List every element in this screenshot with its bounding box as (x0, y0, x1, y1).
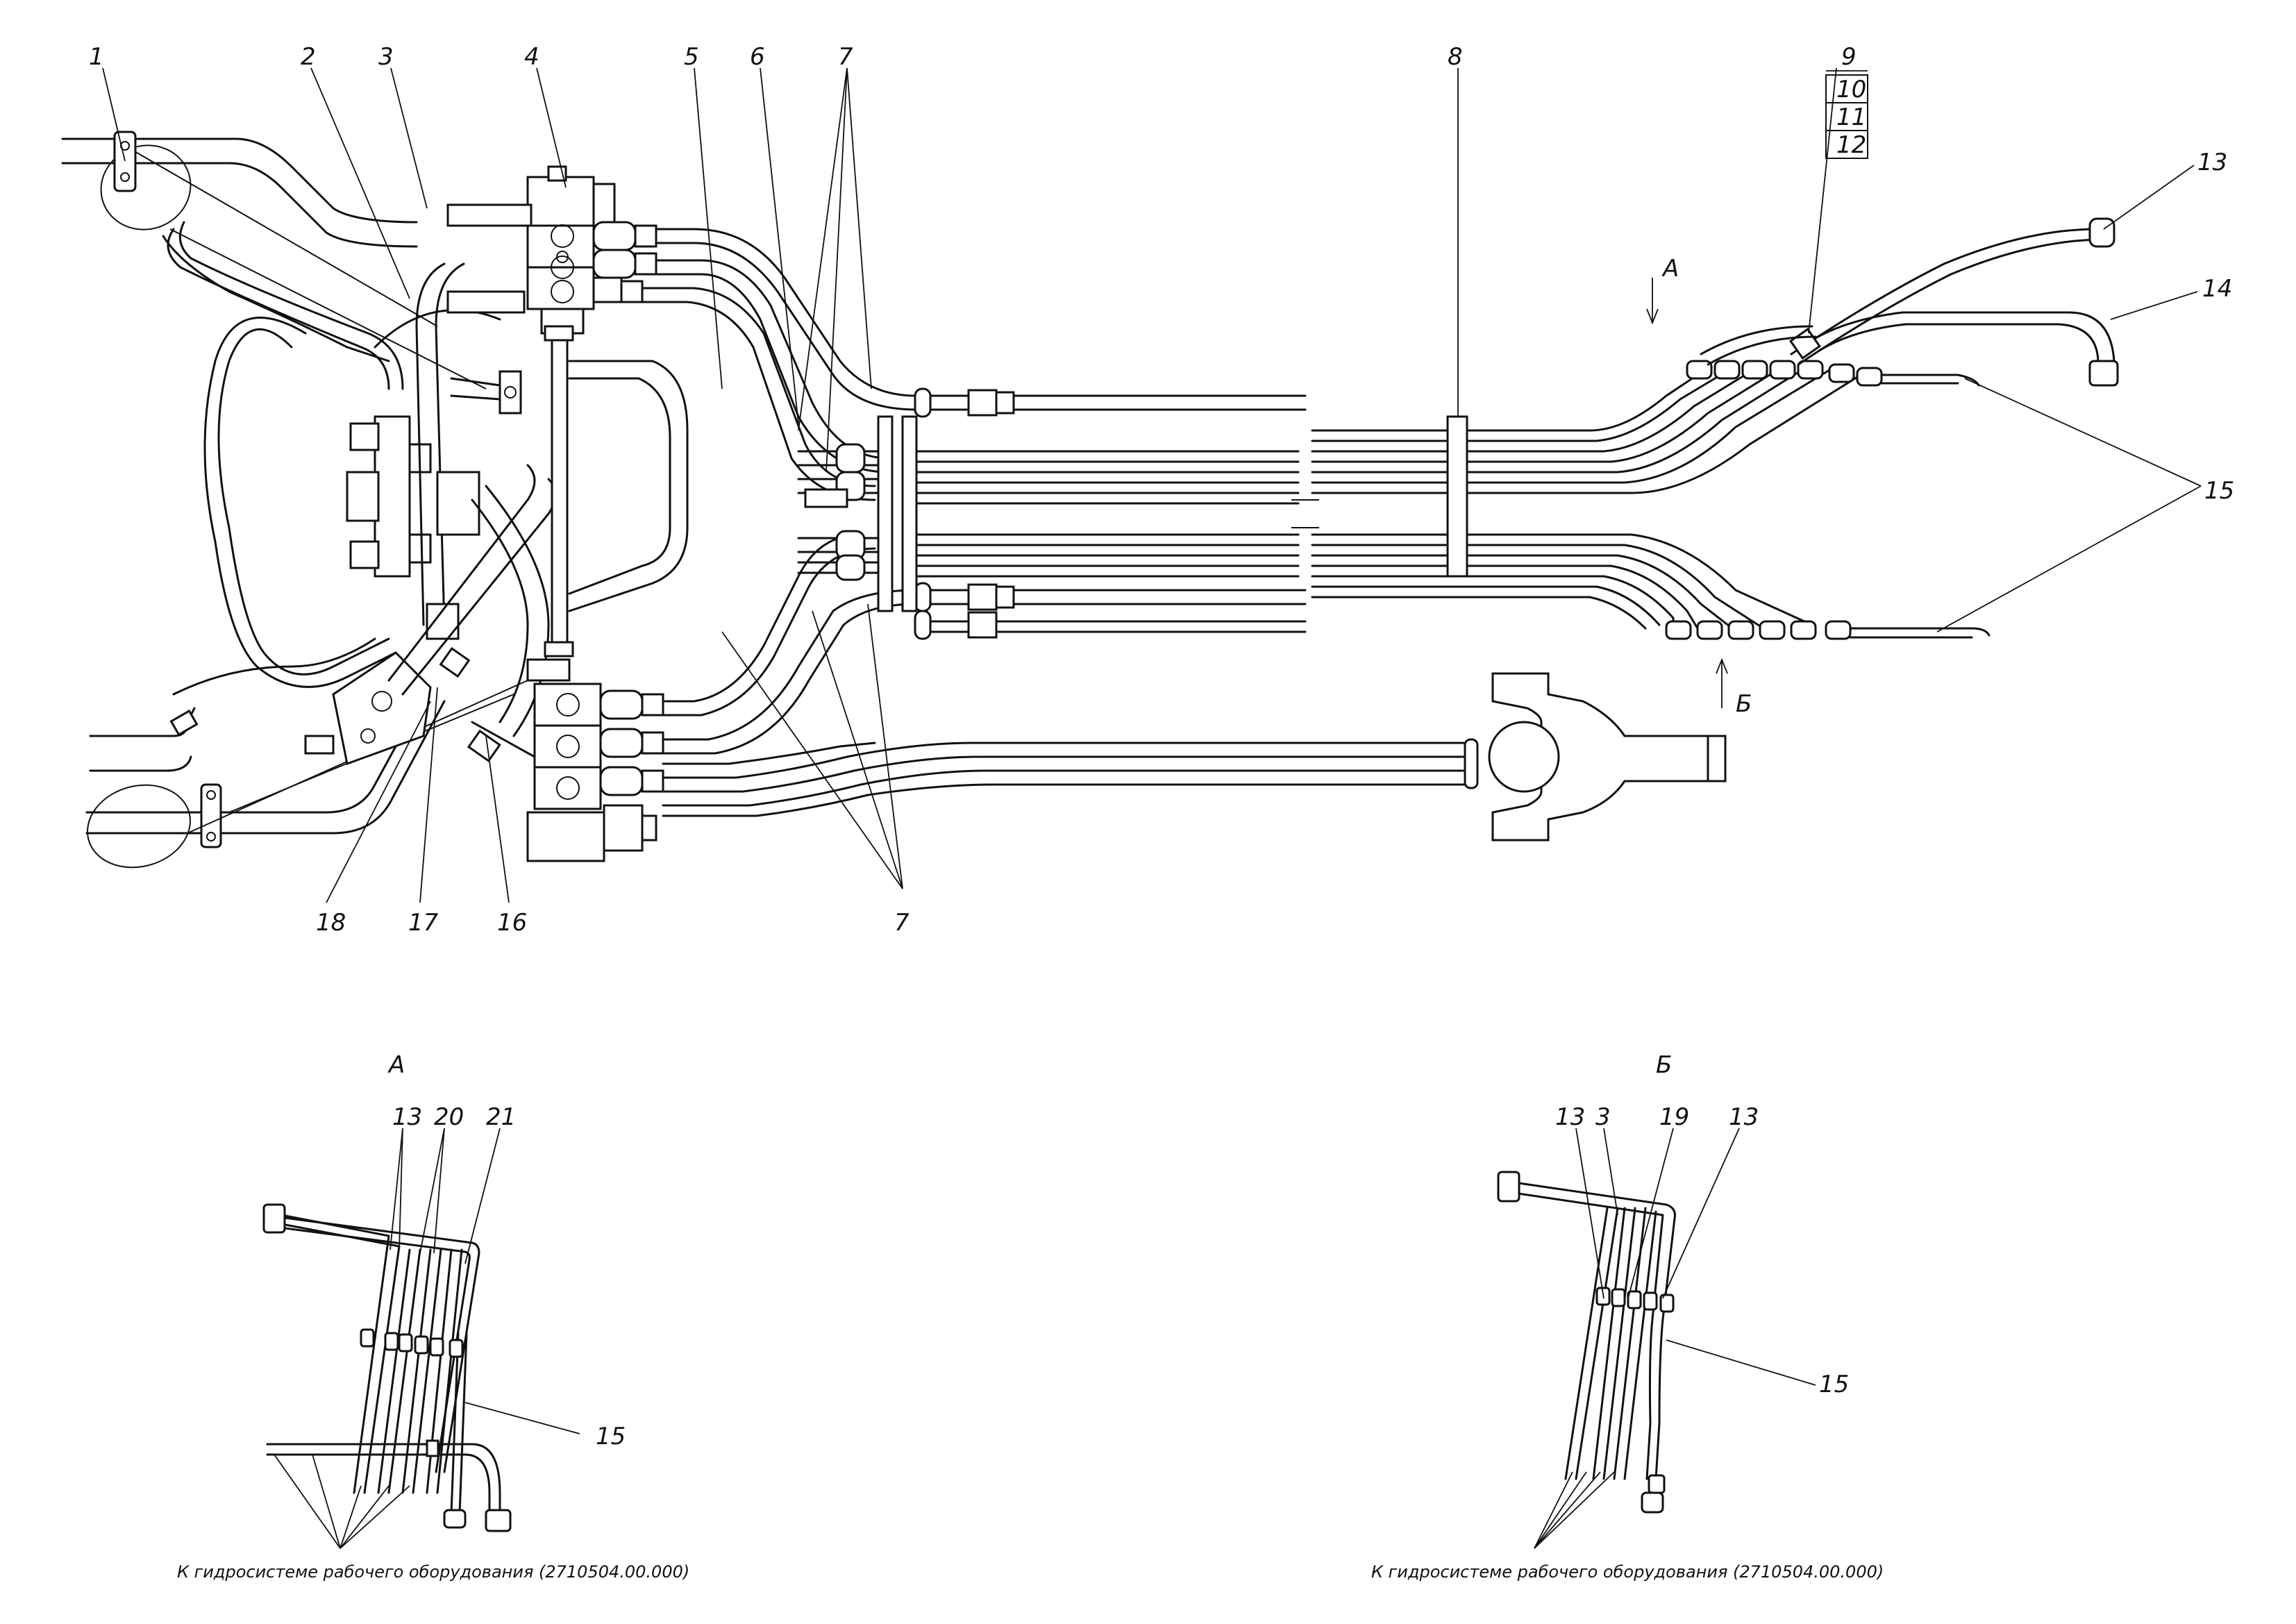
callout-6: 6 (750, 43, 765, 71)
upper-valve-block (446, 165, 657, 335)
bundle-end-fittings (1665, 360, 1991, 640)
lower-long-hose (914, 610, 1307, 640)
detail-view-b: Б 13 3 19 13 15 К гидросист (1371, 1051, 1884, 1582)
callout-5: 5 (684, 43, 699, 71)
callout-7-top: 7 (838, 43, 853, 71)
central-flange (797, 415, 918, 612)
view-a-clamps (360, 1328, 464, 1358)
callout-9: 9 (1841, 43, 1857, 71)
callout-1: 1 (89, 43, 104, 71)
bottom-left-inlet-pipes (85, 680, 528, 869)
tube-bundle (915, 367, 1862, 630)
callout-15: 15 (2204, 477, 2234, 505)
view-a-label-20: 20 (434, 1103, 464, 1131)
detail-view-a: А (177, 1051, 689, 1582)
leader-lines (102, 67, 2202, 903)
view-a-label-21: 21 (486, 1103, 516, 1131)
view-b-label-3: 3 (1595, 1103, 1611, 1131)
callout-14: 14 (2202, 275, 2232, 303)
view-arrow-b-label: Б (1736, 690, 1752, 718)
view-b-label-13-right: 13 (1729, 1103, 1759, 1131)
callout-17: 17 (408, 909, 439, 937)
callout-numbers: 1 2 3 4 5 6 7 8 9 13 14 15 18 17 16 7 (89, 43, 2234, 937)
left-loop-hoses (162, 235, 501, 696)
coupling-yoke (1488, 672, 1727, 842)
callout-3: 3 (378, 43, 394, 71)
callout-18: 18 (316, 909, 346, 937)
view-b-label-13-left: 13 (1555, 1103, 1585, 1131)
view-b-title: Б (1656, 1051, 1672, 1079)
callout-13: 13 (2197, 149, 2227, 176)
tie-rod (450, 325, 689, 658)
view-arrow-b: Б (1716, 658, 1752, 718)
view-a-caption: К гидросистеме рабочего оборудования (27… (177, 1562, 689, 1582)
callout-12: 12 (1836, 131, 1866, 159)
view-b-caption: К гидросистеме рабочего оборудования (27… (1371, 1562, 1884, 1582)
pump-block (346, 262, 465, 640)
callout-2: 2 (301, 43, 316, 71)
callout-8: 8 (1448, 43, 1463, 71)
lower-valve-block (526, 658, 664, 862)
upper-block-hoses (641, 228, 1307, 501)
view-a-label-13: 13 (392, 1103, 422, 1131)
lower-block-hoses (662, 533, 1479, 817)
callout-7-bottom: 7 (894, 909, 910, 937)
view-arrow-a: А (1646, 255, 1679, 325)
view-b-label-19: 19 (1659, 1103, 1689, 1131)
callout-10: 10 (1836, 76, 1866, 103)
view-arrow-a-label: А (1661, 255, 1679, 283)
view-b-label-15: 15 (1819, 1371, 1849, 1398)
callout-16: 16 (497, 909, 527, 937)
callout-11: 11 (1836, 103, 1866, 131)
callout-table-10-12: 10 11 12 (1825, 70, 1868, 159)
left-inlet-pipes (61, 131, 487, 390)
view-b-clamps (1595, 1287, 1675, 1313)
view-a-title: А (387, 1051, 405, 1079)
view-a-label-15: 15 (596, 1423, 626, 1450)
hoses-13-14 (1700, 217, 2119, 387)
callout-4: 4 (524, 43, 539, 71)
main-view: А Б (61, 43, 2234, 937)
